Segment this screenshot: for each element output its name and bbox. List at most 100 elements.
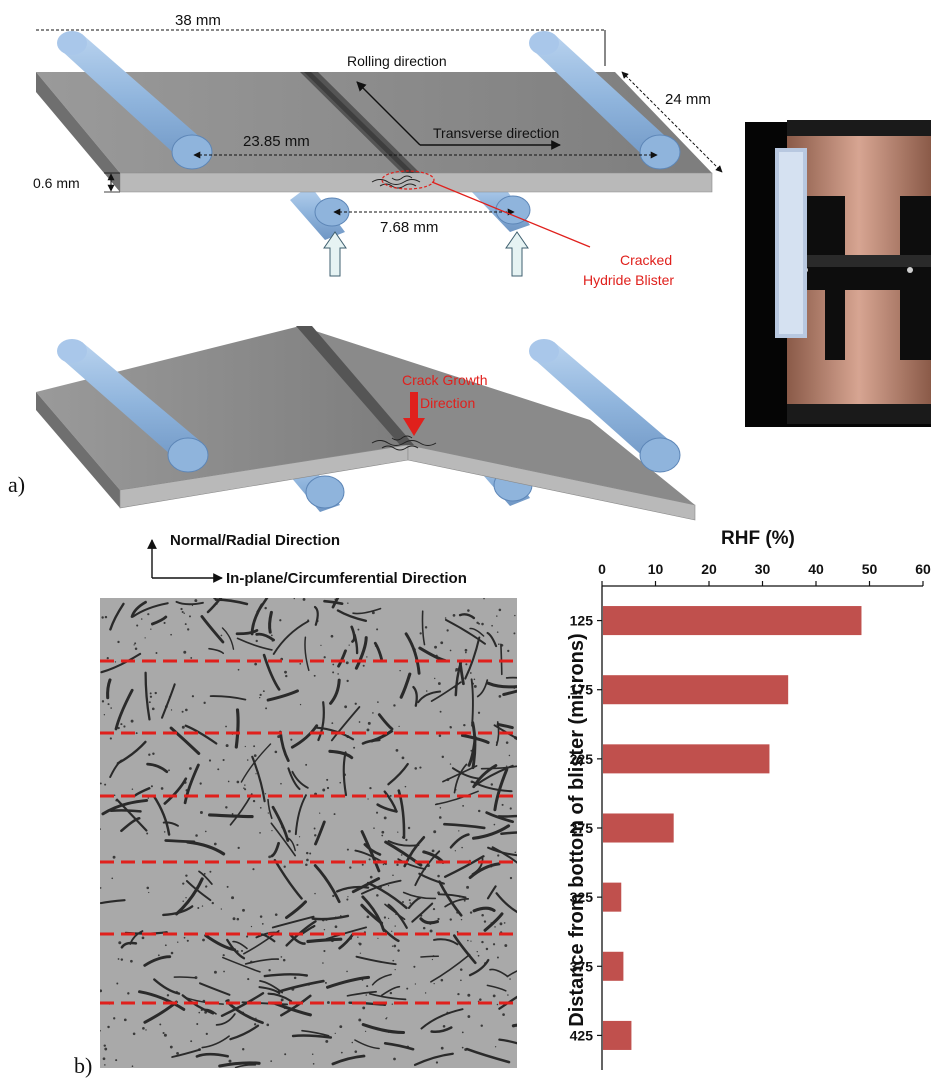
speckle xyxy=(383,816,387,820)
speckle xyxy=(496,615,498,617)
speckle xyxy=(393,944,397,948)
hydride-strand xyxy=(314,820,326,846)
speckle xyxy=(365,994,367,996)
speckle xyxy=(405,838,408,842)
speckle xyxy=(202,938,205,942)
speckle xyxy=(255,639,258,643)
speckle xyxy=(274,913,278,916)
speckle xyxy=(494,926,496,928)
speckle xyxy=(332,663,335,666)
speckle xyxy=(244,745,246,748)
speckle xyxy=(225,725,227,728)
speckle xyxy=(334,1032,336,1035)
hydride-strand xyxy=(301,1029,330,1037)
speckle xyxy=(505,765,508,767)
speckle xyxy=(496,1003,499,1006)
speckle xyxy=(264,793,267,795)
crack-label-1: Crack Growth xyxy=(402,372,488,388)
hydride-strand xyxy=(169,726,201,755)
hydride-strand xyxy=(350,625,356,643)
hydride-strand xyxy=(325,975,371,989)
hydride-strand xyxy=(397,858,426,870)
speckle xyxy=(120,723,123,726)
speckle xyxy=(504,944,508,947)
speckle xyxy=(433,982,435,985)
speckle xyxy=(498,608,502,612)
speckle xyxy=(366,985,369,988)
speckle xyxy=(104,783,107,786)
hydride-strand xyxy=(198,982,231,996)
speckle xyxy=(222,954,225,957)
hydride-strand xyxy=(331,598,340,609)
speckle xyxy=(104,1064,106,1066)
hydride-strand xyxy=(360,879,402,895)
hydride-micrograph xyxy=(100,598,517,1068)
hydride-strand xyxy=(420,1008,464,1030)
speckle xyxy=(325,1039,329,1043)
hydride-strand xyxy=(419,917,440,925)
speckle xyxy=(320,644,322,647)
hydride-strand xyxy=(370,729,393,743)
speckle xyxy=(366,915,370,919)
speckle xyxy=(347,896,349,898)
hydride-strand xyxy=(417,690,442,704)
speckle xyxy=(465,663,468,666)
hydride-strand xyxy=(430,953,471,983)
speckle xyxy=(439,807,442,809)
speckle xyxy=(346,970,348,973)
speckle xyxy=(159,1023,162,1026)
speckle xyxy=(243,787,245,789)
speckle xyxy=(148,891,150,894)
x-tick-label: 0 xyxy=(598,561,606,577)
speckle xyxy=(213,970,217,974)
hydride-strand xyxy=(420,955,440,958)
y-tick-label: 425 xyxy=(570,1027,594,1043)
hydride-strand xyxy=(383,790,398,813)
speckle xyxy=(422,926,426,930)
speckle xyxy=(456,930,459,933)
speckle xyxy=(364,1030,367,1033)
speckle xyxy=(509,807,512,810)
speckle xyxy=(322,788,326,792)
speckle xyxy=(467,1015,471,1018)
speckle xyxy=(509,876,513,880)
bent-upper-roller-right xyxy=(529,339,681,473)
speckle xyxy=(395,749,399,752)
hydride-strand xyxy=(277,979,325,994)
hydride-strand xyxy=(486,631,498,648)
hydride-strand xyxy=(352,607,382,615)
speckle xyxy=(287,829,291,833)
hydride-strand xyxy=(500,831,517,835)
speckle xyxy=(414,767,418,770)
hydride-strand xyxy=(208,647,225,655)
speckle xyxy=(111,877,114,880)
hydride-strand xyxy=(472,764,498,789)
speckle xyxy=(282,958,286,962)
speckle xyxy=(381,834,384,837)
speckle xyxy=(429,929,433,933)
speckle xyxy=(434,677,436,680)
y-tick-label: 375 xyxy=(570,958,594,974)
bar xyxy=(603,675,789,705)
speckle xyxy=(184,623,187,626)
speckle xyxy=(150,628,152,630)
speckle xyxy=(431,958,434,961)
bent-plate-right-top xyxy=(300,326,695,505)
speckle xyxy=(466,885,470,889)
x-tick-label: 50 xyxy=(862,561,878,577)
transverse-direction-label: Transverse direction xyxy=(433,125,559,141)
speckle xyxy=(190,657,193,659)
hydride-strand xyxy=(437,893,467,899)
speckle xyxy=(280,956,283,958)
speckle xyxy=(467,609,470,612)
y-tick-label: 225 xyxy=(570,751,594,767)
speckle xyxy=(358,721,361,723)
hydride-strand xyxy=(486,681,517,689)
speckle xyxy=(507,994,509,996)
speckle xyxy=(313,674,316,677)
speckle xyxy=(400,854,403,856)
flat-plate-diagram: 38 mm 24 mm 0.6 mm 23.85 mm 7.68 mm Roll… xyxy=(33,12,723,288)
speckle xyxy=(346,848,349,851)
hydride-strand xyxy=(130,600,147,618)
rolling-direction-arrow xyxy=(356,81,421,146)
